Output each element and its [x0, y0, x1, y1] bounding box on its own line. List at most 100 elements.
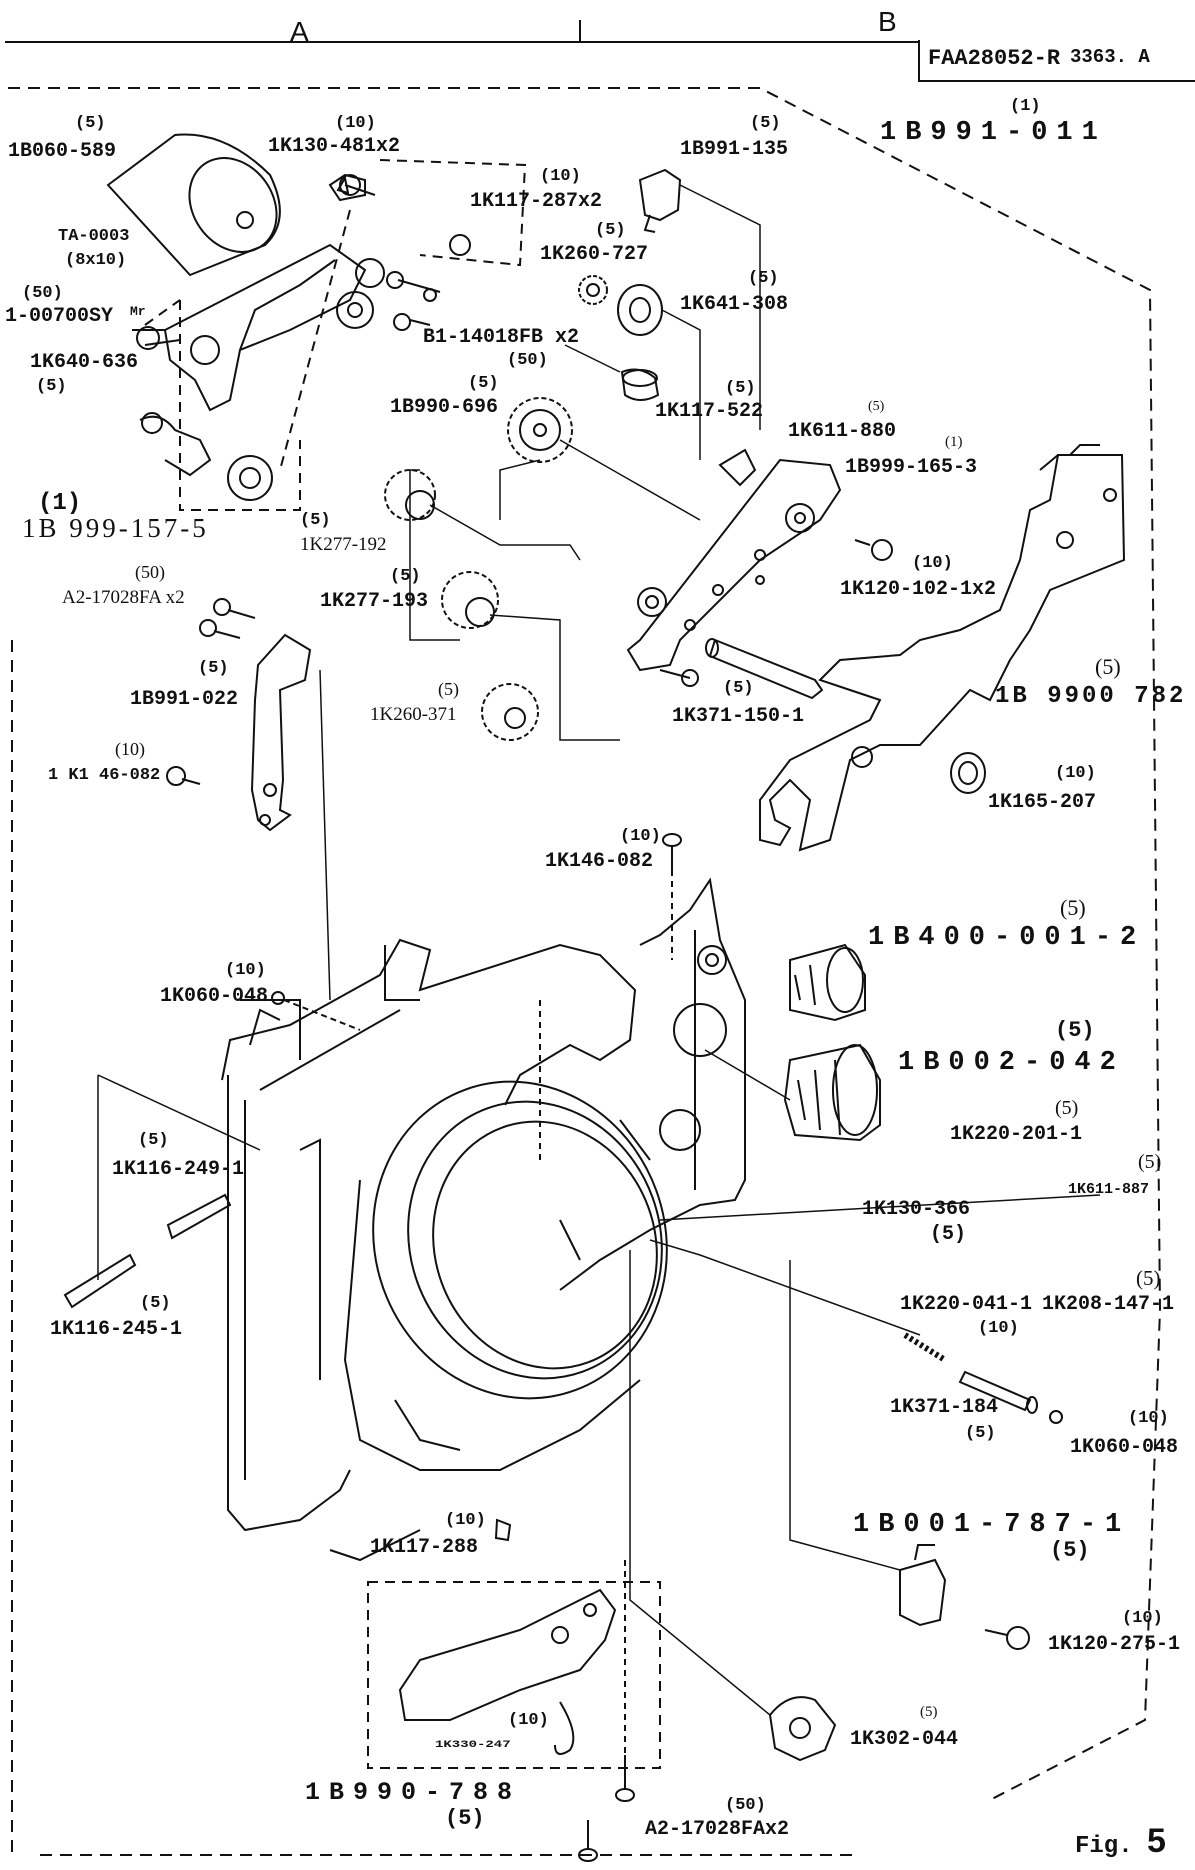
drawing-code-box: FAA28052-R 3363. A	[918, 40, 1195, 82]
guide-245-qty: (5)	[140, 1294, 171, 1313]
label-switch-135: 1B991-135	[680, 138, 789, 161]
label-assy-788: 1B990-788	[305, 1778, 522, 1807]
plate-782-qty: (5)	[1095, 654, 1121, 679]
label-spring-041: 1K220-041-1	[900, 1293, 1033, 1316]
label-gear-371: 1K260-371	[370, 704, 457, 725]
gear-leader-lines	[430, 440, 700, 740]
assy-788-dashed-box	[368, 1582, 660, 1768]
label-part-700-note: Mr	[130, 304, 146, 319]
motor-qty: (5)	[75, 114, 106, 133]
label-motor: 1B060-589	[8, 140, 117, 163]
main-body-frame	[222, 880, 745, 1560]
label-assy-157: 1B 999-157-5	[22, 513, 209, 543]
plate-782	[760, 445, 1124, 850]
screw-k146	[167, 767, 200, 785]
switch-part	[640, 170, 760, 430]
assy-787-qty: (5)	[1050, 1538, 1090, 1563]
label-screw-102: 1K120-102-1x2	[840, 578, 997, 601]
drawing-revision: 3363. A	[1070, 46, 1150, 68]
label-spring-201: 1K220-201-1	[950, 1123, 1083, 1146]
label-motor-ta: TA-0003	[58, 227, 130, 246]
guide-249-qty: (5)	[138, 1131, 169, 1150]
label-ring-048-top: 1K060-048	[160, 985, 269, 1008]
lever-022-qty: (5)	[198, 659, 229, 678]
screw-275-qty: (10)	[1122, 1609, 1163, 1628]
part-700-qty: (50)	[22, 284, 63, 303]
screws-top-group	[137, 175, 440, 349]
screw-b1-qty: (50)	[507, 351, 548, 370]
ring-048-bottom-qty: (10)	[1128, 1409, 1169, 1428]
label-screw-b1: B1-14018FB x2	[423, 326, 580, 349]
label-screw-a2-top: A2-17028FA x2	[62, 587, 185, 608]
plate-887-qty: (5)	[1138, 1151, 1162, 1173]
label-lever-022: 1B991-022	[130, 688, 239, 711]
label-knob-001: 1B400-001-2	[868, 923, 1146, 953]
figure-number: Fig. 5	[1075, 1822, 1166, 1861]
plate-880	[628, 450, 840, 670]
label-assy-top: 1B991-011	[880, 118, 1107, 148]
gear-371-qty: (5)	[438, 679, 459, 699]
gear-727-qty: (5)	[595, 221, 626, 240]
label-screw-275: 1K120-275-1	[1048, 1633, 1181, 1656]
shaft-150-qty: (5)	[723, 679, 754, 698]
label-part-700: 1-00700SY	[5, 305, 114, 328]
label-plate-887: 1K611-887	[1068, 1181, 1150, 1198]
screw-288-qty: (10)	[445, 1511, 486, 1530]
washer-636-qty: (5)	[36, 377, 67, 396]
gear-193-qty: (5)	[390, 567, 421, 586]
collar-522-qty: (5)	[725, 379, 756, 398]
label-screw-146-082: 1K146-082	[545, 850, 654, 873]
label-assy-787: 1B001-787-1	[853, 1510, 1131, 1540]
assy-788-qty: (5)	[445, 1806, 485, 1831]
label-plate-880: 1K611-880	[788, 420, 897, 443]
gear-371	[482, 684, 538, 740]
label-shaft-150: 1K371-150-1	[672, 705, 805, 728]
screw-287-qty: (10)	[540, 167, 581, 186]
plate-880-qty: (5)	[868, 399, 885, 414]
pin-184-qty: (5)	[965, 1424, 996, 1443]
label-guide-249: 1K116-249-1	[112, 1158, 245, 1181]
dial-002	[705, 1045, 880, 1140]
guide-245	[65, 1075, 135, 1307]
motor-part	[108, 135, 294, 276]
screw-146-082	[663, 834, 681, 960]
washer-207	[951, 753, 985, 793]
pin-184	[960, 1372, 1037, 1413]
label-screw-a2-bottom: A2-17028FAx2	[645, 1818, 790, 1841]
plate-147-qty: (5)	[1136, 1266, 1161, 1290]
cap-044-qty: (5)	[920, 1704, 938, 1720]
label-part-247: 1K330-247	[435, 1739, 511, 1751]
gear-192-qty: (5)	[300, 511, 331, 530]
gear-192	[385, 470, 435, 520]
boundary-left-dashed	[12, 640, 860, 1860]
cap-044	[630, 1250, 835, 1760]
label-dial-002: 1B002-042	[898, 1048, 1125, 1078]
assy-157-dashed-link	[280, 160, 525, 470]
disc-308	[618, 285, 700, 460]
gear-696	[508, 398, 572, 462]
label-guide-245: 1K116-245-1	[50, 1318, 183, 1341]
label-ring-048-bottom: 1K060-048	[1070, 1436, 1179, 1459]
gear-193	[442, 572, 498, 628]
screw-a2-top-qty: (50)	[135, 562, 165, 582]
gear-696-qty: (5)	[468, 374, 499, 393]
bracket-787	[790, 1260, 945, 1625]
label-screw-k146: 1 K1 46-082	[48, 766, 161, 785]
figure-prefix: Fig.	[1075, 1833, 1133, 1860]
assy-165-qty: (1)	[945, 434, 963, 450]
label-screw-366: 1K130-366	[862, 1198, 971, 1221]
switch-135-qty: (5)	[750, 114, 781, 133]
label-washer-636: 1K640-636	[30, 351, 139, 374]
spring-041	[905, 1335, 945, 1360]
screw-288	[496, 1520, 510, 1540]
shaft-150	[660, 639, 822, 698]
column-marker-a: A	[290, 16, 309, 47]
guide-249	[98, 1075, 260, 1238]
disc-308-qty: (5)	[748, 269, 779, 288]
knob-001-qty: (5)	[1060, 895, 1086, 920]
label-screw-481: 1K130-481x2	[268, 135, 401, 158]
label-gear-193: 1K277-193	[320, 590, 429, 613]
screw-275	[985, 1627, 1029, 1649]
